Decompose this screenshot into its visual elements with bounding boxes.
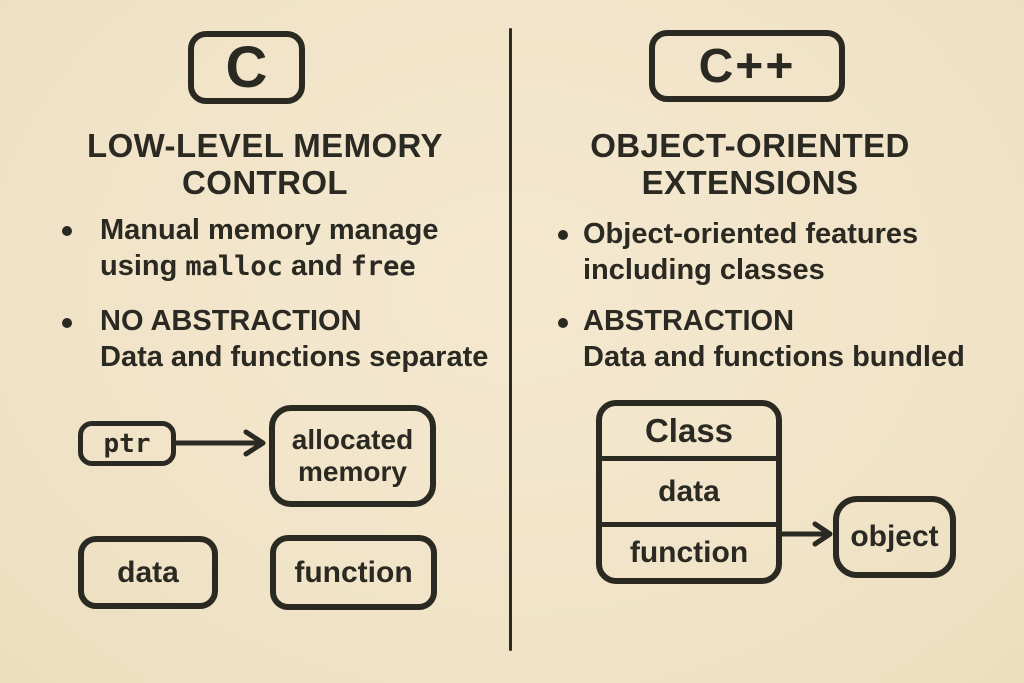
c-data-label: data: [117, 555, 179, 589]
right-bullet2-line1: ABSTRACTION: [583, 305, 795, 337]
left-bullet1: Manual memory manage using malloc and fr…: [100, 212, 438, 285]
cpp-language-badge: C++: [649, 30, 845, 102]
c-function-label: function: [294, 555, 413, 589]
malloc-code: malloc: [185, 251, 283, 282]
left-bullet2-dot: [62, 318, 72, 328]
ptr-label: ptr: [103, 428, 151, 459]
class-object-arrow-icon: [779, 521, 833, 547]
allocated-memory-box: allocated memory: [269, 405, 436, 507]
class-data-row: data: [602, 456, 776, 522]
right-heading: OBJECT-ORIENTED EXTENSIONS: [530, 127, 970, 201]
c-badge-label: C: [225, 35, 268, 100]
left-heading-line2: CONTROL: [182, 164, 348, 201]
left-bullet1-line2: using malloc and free: [100, 250, 416, 282]
right-bullet1: Object-oriented features including class…: [583, 216, 918, 288]
class-function-label: function: [629, 535, 749, 569]
column-divider: [509, 28, 512, 651]
right-bullet1-line1: Object-oriented features: [583, 218, 919, 250]
class-stack-box: Class data function: [596, 400, 782, 584]
left-bullet2: NO ABSTRACTION Data and functions separa…: [100, 303, 488, 375]
right-heading-line1: OBJECT-ORIENTED: [590, 127, 910, 164]
class-row: Class: [602, 406, 776, 456]
ptr-box: ptr: [78, 421, 176, 466]
left-bullet2-line1: NO ABSTRACTION: [100, 305, 362, 337]
right-bullet1-dot: [558, 230, 568, 240]
left-bullet2-line2: Data and functions separate: [100, 341, 489, 373]
class-data-label: data: [658, 474, 720, 508]
left-bullet1-dot: [62, 226, 72, 236]
left-bullet1-line1: Manual memory manage: [100, 214, 439, 246]
right-bullet1-line2: including classes: [583, 254, 825, 286]
class-label: Class: [644, 412, 734, 449]
right-bullet2: ABSTRACTION Data and functions bundled: [583, 303, 965, 375]
allocated-memory-line2: memory: [298, 456, 407, 487]
left-heading-line1: LOW-LEVEL MEMORY: [87, 127, 443, 164]
right-bullet2-dot: [558, 318, 568, 328]
c-language-badge: C: [188, 31, 305, 104]
cpp-badge-label: C++: [698, 39, 796, 93]
object-label: object: [850, 520, 939, 553]
class-function-row: function: [602, 522, 776, 578]
left-heading: LOW-LEVEL MEMORY CONTROL: [45, 127, 485, 201]
free-code: free: [350, 251, 416, 282]
allocated-memory-line1: allocated: [291, 424, 414, 455]
right-bullet2-line2: Data and functions bundled: [583, 341, 965, 373]
object-box: object: [833, 496, 956, 578]
ptr-arrow-icon: [172, 429, 266, 457]
c-function-box: function: [270, 535, 437, 610]
c-data-box: data: [78, 536, 218, 609]
right-heading-line2: EXTENSIONS: [641, 164, 859, 201]
